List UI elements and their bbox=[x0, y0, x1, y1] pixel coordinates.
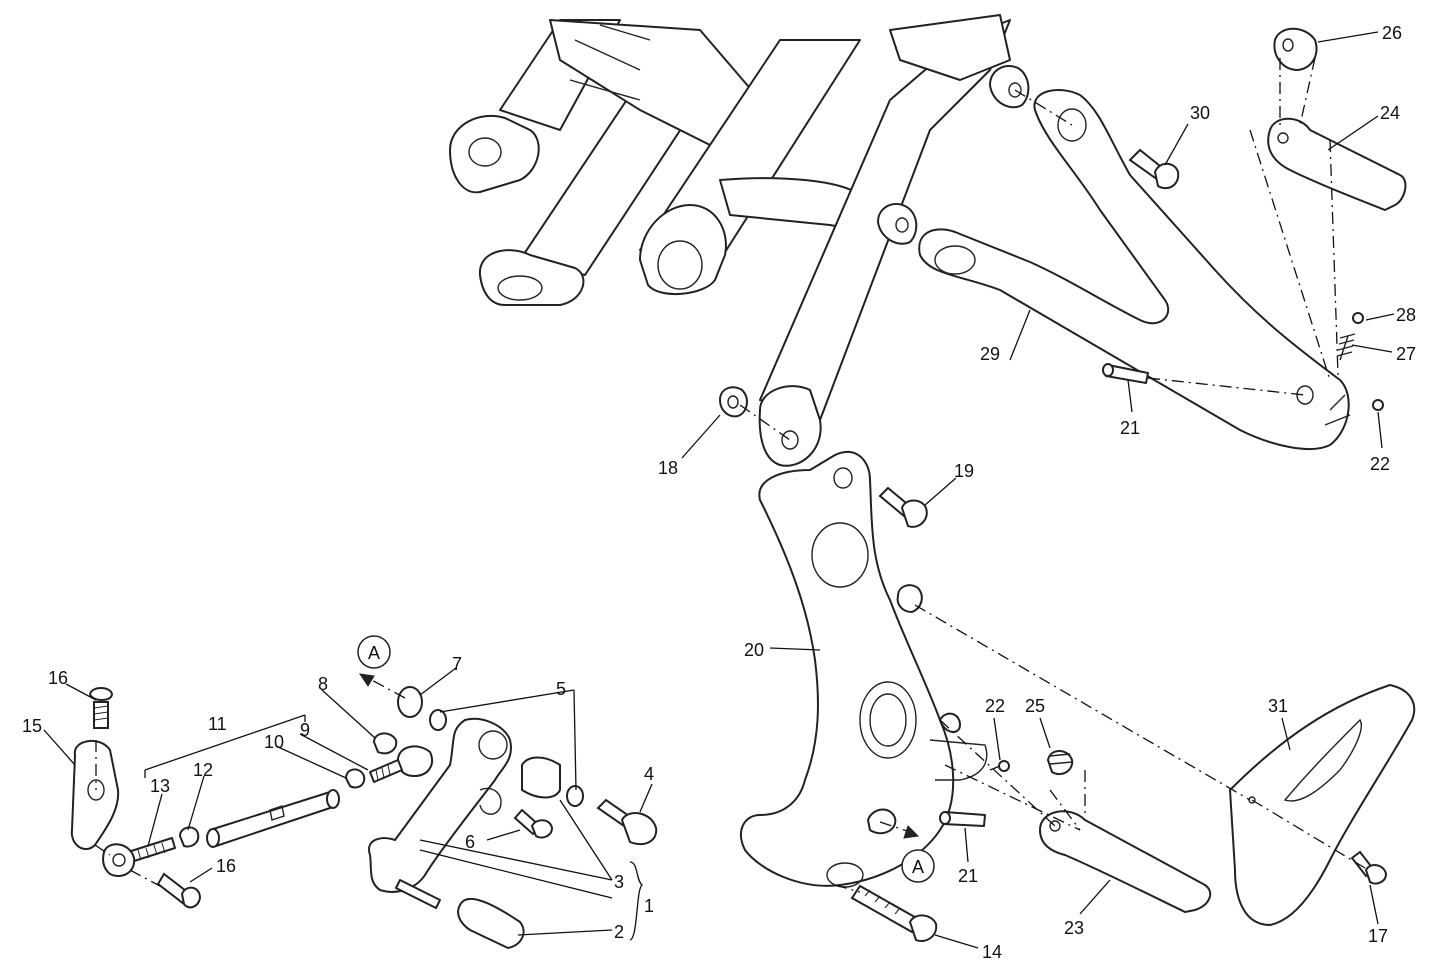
ball-28 bbox=[1352, 312, 1364, 324]
nut-8 bbox=[373, 732, 398, 755]
label-5: 5 bbox=[556, 679, 566, 699]
label-27: 27 bbox=[1396, 344, 1416, 364]
label-26: 26 bbox=[1382, 23, 1402, 43]
label-24: 24 bbox=[1380, 103, 1400, 123]
label-12: 12 bbox=[193, 760, 213, 780]
label-25: 25 bbox=[1025, 696, 1045, 716]
label-8: 8 bbox=[318, 674, 328, 694]
svg-text:A: A bbox=[912, 857, 924, 877]
washer-5b bbox=[566, 785, 584, 807]
screw-17 bbox=[1350, 850, 1388, 885]
label-22-upper: 22 bbox=[1370, 454, 1390, 474]
label-22-lower: 22 bbox=[985, 696, 1005, 716]
clip-22-lower bbox=[998, 760, 1010, 772]
label-2: 2 bbox=[614, 922, 624, 942]
passenger-footrest-bracket bbox=[918, 89, 1351, 451]
label-23: 23 bbox=[1064, 918, 1084, 938]
arrow-to-a-top bbox=[358, 673, 406, 699]
nut-12 bbox=[179, 826, 200, 848]
rider-footrest-bracket bbox=[740, 450, 988, 888]
pin-21-lower bbox=[939, 811, 986, 827]
label-31: 31 bbox=[1268, 696, 1288, 716]
ball-joint-9 bbox=[369, 745, 433, 783]
label-28: 28 bbox=[1396, 305, 1416, 325]
leader-lines bbox=[43, 31, 1395, 949]
bush-3 bbox=[521, 756, 561, 799]
screw-16-bottom bbox=[156, 872, 202, 909]
frame-assembly bbox=[449, 14, 1030, 467]
arrow-to-a-bottom bbox=[879, 821, 920, 839]
label-21-upper: 21 bbox=[1120, 418, 1140, 438]
label-15: 15 bbox=[22, 716, 42, 736]
assembly-lines bbox=[94, 57, 1366, 893]
bolt-30 bbox=[1128, 148, 1180, 190]
ball-joint-15 bbox=[70, 740, 136, 877]
label-13: 13 bbox=[150, 776, 170, 796]
label-14: 14 bbox=[982, 942, 1002, 962]
rod-11 bbox=[206, 789, 340, 848]
spring-25 bbox=[1047, 750, 1074, 776]
screw-16-top bbox=[88, 687, 114, 729]
bolt-19 bbox=[878, 486, 928, 528]
label-19: 19 bbox=[954, 461, 974, 481]
label-4: 4 bbox=[644, 764, 654, 784]
label-29: 29 bbox=[980, 344, 1000, 364]
label-1: 1 bbox=[644, 896, 654, 916]
label-16-top: 16 bbox=[48, 668, 68, 688]
gear-lever bbox=[368, 717, 512, 909]
label-9: 9 bbox=[300, 720, 310, 740]
marker-a-bottom: A bbox=[901, 849, 935, 883]
washer-5a bbox=[429, 709, 447, 731]
label-10: 10 bbox=[264, 732, 284, 752]
washer-7 bbox=[397, 686, 423, 718]
label-17: 17 bbox=[1368, 926, 1388, 946]
nut-10 bbox=[345, 768, 366, 789]
bolt-14 bbox=[850, 884, 938, 942]
label-6: 6 bbox=[465, 832, 475, 852]
rider-footpeg bbox=[1039, 810, 1212, 913]
marker-a-top: A bbox=[357, 635, 391, 669]
part-labels: 26 24 30 28 27 29 21 22 18 19 20 22 25 3… bbox=[22, 23, 1416, 962]
label-21-lower: 21 bbox=[958, 866, 978, 886]
screw-6 bbox=[513, 808, 554, 839]
pin-21-upper bbox=[1102, 363, 1149, 384]
label-7: 7 bbox=[452, 654, 462, 674]
svg-text:A: A bbox=[368, 643, 380, 663]
spring-27 bbox=[1336, 333, 1356, 361]
label-3: 3 bbox=[614, 872, 624, 892]
bush-rubber-2 bbox=[457, 897, 525, 949]
pivot-bolt-4 bbox=[596, 798, 658, 846]
label-30: 30 bbox=[1190, 103, 1210, 123]
label-11: 11 bbox=[208, 714, 227, 734]
label-20: 20 bbox=[744, 640, 764, 660]
clip-22-upper bbox=[1372, 399, 1384, 411]
bush-18 bbox=[719, 386, 748, 418]
heel-guard bbox=[1229, 684, 1416, 926]
label-18: 18 bbox=[658, 458, 678, 478]
bush-spacer bbox=[896, 584, 923, 613]
label-16-bottom: 16 bbox=[216, 856, 236, 876]
